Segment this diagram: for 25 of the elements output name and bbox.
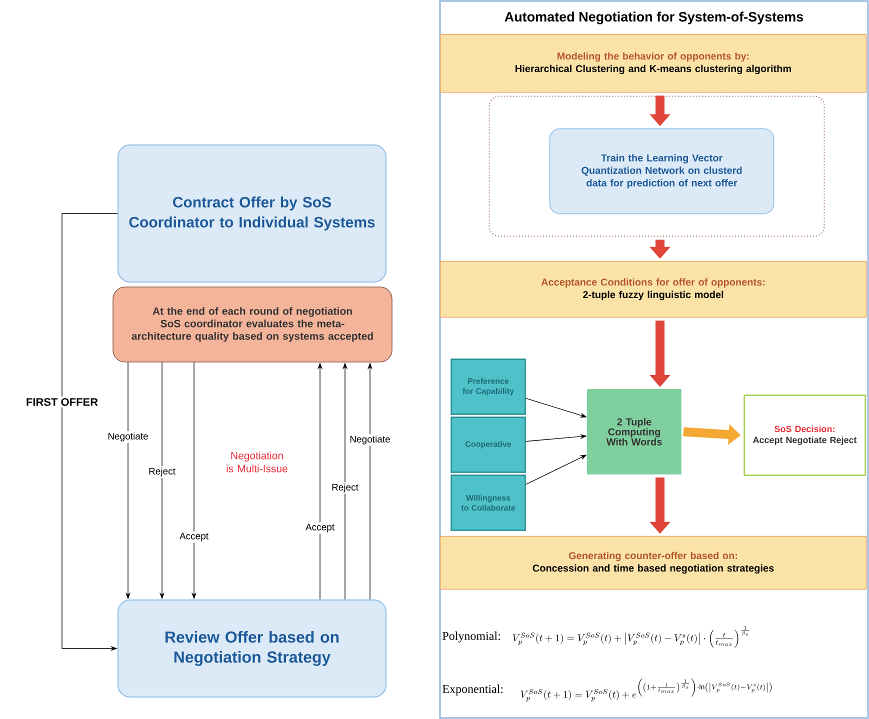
formula-label: Polynomial: <box>442 632 500 642</box>
process-box: Contract Offer by SoS Coordinator to Individual Systems <box>117 144 387 283</box>
criterion-box: Cooperative <box>450 416 526 473</box>
edge-label: Accept <box>178 531 210 543</box>
note: Negotiation is Multi-Issue <box>226 452 288 472</box>
formula: $V_p^{SoS}(t+1)=V_p^{SoS}(t)+e^{\left(\left(1+\frac{t}{t_{max}}\right)^{\frac{1}{\beta_s}}\right)\cdot\ln\left(\left|V_p^{SoS}(t)-V_p^{s}(t)\right|\right)}$ <box>520 678 772 702</box>
edge-label: Reject <box>330 482 360 494</box>
process-box: At the end of each round of negotiation SoS coordinator evaluates the meta-architecture quality based on systems accepted <box>112 286 392 362</box>
decision-box: SoS Decision: Accept Negotiate Reject <box>744 394 866 476</box>
edge-label: Negotiate <box>348 434 392 446</box>
edge-label: Accept <box>304 522 336 534</box>
criterion-box: Preference for Capability <box>450 358 526 415</box>
dotted-box <box>488 96 825 237</box>
formula: $V_p^{SoS}(t+1)=V_p^{SoS}(t)+\left|V_p^{SoS}(t)-V_p^{s}(t)\right|\cdot\left(\frac{t}{t_{max}}\right)^{\frac{1}{\beta_s}}$ <box>512 626 750 648</box>
process-box: 2 Tuple Computing With Words <box>587 389 682 474</box>
criterion-box: Willingness to Collaborate <box>450 474 526 531</box>
edge-label: Reject <box>147 466 177 478</box>
process-box: Train the Learning Vector Quantization Network on clusterd data for prediction of next offer <box>549 128 774 214</box>
process-box: Review Offer based on Negotiation Strategy <box>117 599 387 698</box>
edge-label: FIRST OFFER <box>24 396 100 408</box>
formula-label: Exponential: <box>442 684 503 696</box>
step-band: Generating counter-offer based on: Concession and time based negotiation strategies <box>440 536 867 590</box>
step-band: Acceptance Conditions for offer of opponents: 2-tuple fuzzy linguistic model <box>440 260 867 318</box>
edge-label: Negotiate <box>106 431 150 443</box>
step-band: Modeling the behavior of opponents by: Hierarchical Clustering and K-means clustering algorithm <box>440 34 867 93</box>
